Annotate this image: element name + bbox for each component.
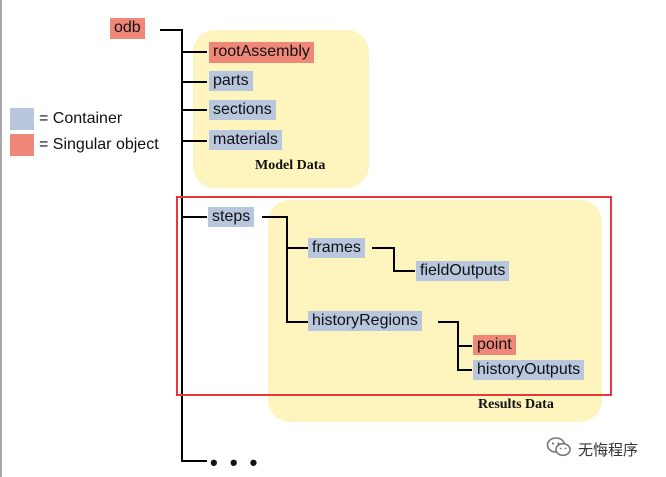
legend-container-swatch <box>10 108 34 130</box>
connector-steps-trunk <box>286 216 288 323</box>
connector-steps <box>181 216 207 218</box>
node-steps: steps <box>208 207 255 227</box>
connector-sections <box>181 109 207 111</box>
legend-singular-swatch <box>10 134 34 156</box>
connector-parts <box>181 81 207 83</box>
results-highlight-frame <box>176 196 612 396</box>
model-data-caption: Model Data <box>255 158 326 173</box>
node-materials: materials <box>209 130 282 150</box>
legend-container-label: = Container <box>39 110 123 127</box>
connector-frames <box>286 247 308 249</box>
connector-historyregions <box>286 321 308 323</box>
connector-steps-stub <box>262 216 287 218</box>
connector-materials <box>181 140 207 142</box>
node-odb: odb <box>110 18 145 39</box>
left-border-rule <box>0 0 2 477</box>
wechat-logo-icon <box>546 437 571 457</box>
node-historyoutputs: historyOutputs <box>473 360 585 380</box>
node-frames: frames <box>308 238 365 258</box>
connector-historyoutputs <box>457 369 472 371</box>
connector-fieldoutputs <box>393 270 415 272</box>
connector-historyregions-stub <box>438 321 458 323</box>
node-more-ellipsis: • • • <box>210 450 261 475</box>
node-sections: sections <box>209 100 276 120</box>
node-historyregions: historyRegions <box>308 311 422 331</box>
connector-rootassembly <box>181 51 207 53</box>
node-parts: parts <box>209 71 253 91</box>
watermark-text: 无悔程序 <box>578 442 639 459</box>
connector-root-stub <box>160 29 182 31</box>
connector-point <box>457 345 472 347</box>
connector-frames-stub <box>372 247 394 249</box>
results-data-caption: Results Data <box>478 397 554 412</box>
connector-frames-trunk <box>393 247 395 272</box>
legend-singular-label: = Singular object <box>39 136 159 153</box>
node-rootassembly: rootAssembly <box>209 42 314 63</box>
connector-more <box>181 460 207 462</box>
node-fieldoutputs: fieldOutputs <box>416 261 510 281</box>
node-point: point <box>473 335 516 355</box>
connector-main-trunk <box>181 29 183 462</box>
